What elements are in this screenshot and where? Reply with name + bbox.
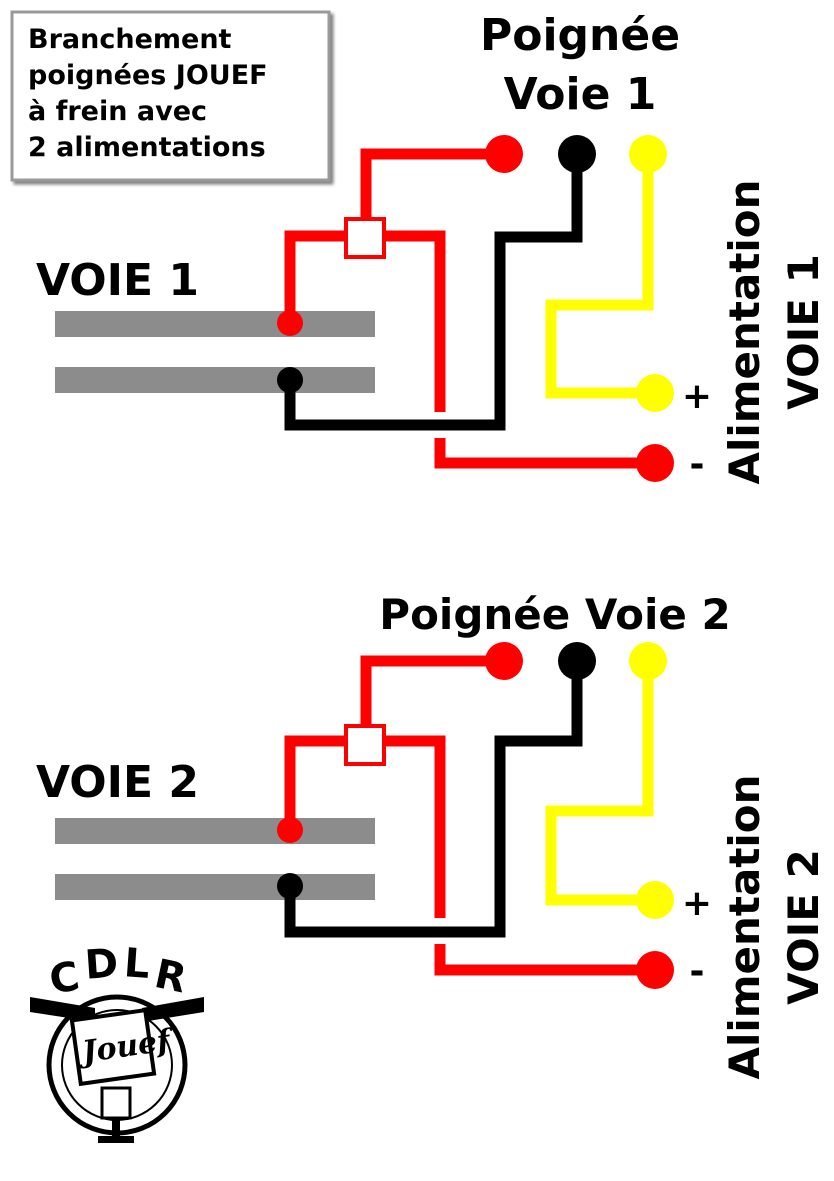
- logo-base: [98, 1136, 134, 1143]
- wire-red-minus-voie-2: [434, 944, 655, 976]
- power-terminal-plus-voie-2: [636, 881, 674, 919]
- minus-sign-voie-1: -: [690, 444, 705, 485]
- title-line-1: Branchement: [28, 24, 232, 55]
- wire-yellow-voie-2: [545, 661, 655, 906]
- wire-red-track-voie-1: [284, 230, 358, 323]
- plus-sign-voie-2: +: [682, 883, 712, 924]
- wire-red-handle-voie-2: [360, 655, 500, 741]
- wire-yellow-voie-1: [545, 154, 655, 399]
- handle-label-voie-1-line-1: Poignée: [480, 10, 680, 61]
- power-label-voie-2-line-1: Alimentation: [720, 774, 769, 1079]
- power-label-voie-1-line-2: VOIE 1: [779, 254, 828, 410]
- track-label-voie-2: VOIE 2: [36, 757, 199, 808]
- rail-bottom-voie-1: [55, 367, 375, 393]
- rail-bottom-voie-2: [55, 874, 375, 900]
- title-line-2: poignées JOUEF: [28, 60, 268, 91]
- logo-stand: [100, 1086, 132, 1120]
- wire-black-voie-1: [284, 154, 583, 431]
- circuit-voie-2: Poignée Voie 2 VOIE 2 + - Alimentation V…: [36, 590, 828, 1080]
- wire-red-upper-voie-2: [374, 735, 446, 918]
- title-line-3: à frein avec: [28, 96, 207, 127]
- logo-rail-right: [142, 997, 204, 1022]
- power-label-voie-2-line-2: VOIE 2: [779, 849, 828, 1005]
- logo-post: [112, 1118, 120, 1140]
- handle-terminal-red-voie-2: [485, 642, 523, 680]
- minus-sign-voie-2: -: [690, 951, 705, 992]
- handle-terminal-red-voie-1: [485, 135, 523, 173]
- handle-terminal-yellow-voie-1: [629, 135, 667, 173]
- wire-red-minus-voie-1: [434, 438, 655, 469]
- brake-diode-box-voie-2: [344, 724, 386, 766]
- plus-sign-voie-1: +: [682, 376, 712, 417]
- title-box-frame: [10, 10, 331, 182]
- track-label-voie-1: VOIE 1: [36, 255, 199, 306]
- wire-red-handle-voie-1: [360, 148, 500, 236]
- handle-terminal-black-voie-1: [558, 135, 596, 173]
- title-box: Branchement poignées JOUEF à frein avec …: [10, 10, 331, 182]
- wire-red-track-voie-2: [284, 735, 358, 830]
- power-terminal-minus-voie-1: [636, 444, 674, 482]
- title-line-4: 2 alimentations: [28, 132, 266, 163]
- circuit-voie-1: Poignée Voie 1 VOIE 1 + - Alimentation V…: [36, 10, 828, 485]
- cdlr-jouef-logo-icon: C D L R Jouef: [30, 940, 204, 1143]
- handle-terminal-black-voie-2: [558, 642, 596, 680]
- track-connector-black-voie-1: [277, 367, 303, 393]
- logo-text-r: R: [151, 951, 191, 1002]
- wire-red-upper-voie-1: [374, 230, 446, 412]
- logo-text-l: L: [123, 940, 152, 988]
- rail-top-voie-1: [55, 311, 375, 337]
- handle-label-voie-1-line-2: Voie 1: [504, 69, 657, 120]
- brake-diode-box-voie-1: [344, 217, 386, 259]
- rail-top-voie-2: [55, 818, 375, 844]
- handle-label-voie-2: Poignée Voie 2: [379, 590, 730, 639]
- power-label-voie-1-line-1: Alimentation: [720, 179, 769, 484]
- power-terminal-minus-voie-2: [636, 951, 674, 989]
- wire-black-voie-2: [284, 661, 583, 938]
- power-terminal-plus-voie-1: [636, 374, 674, 412]
- track-connector-black-voie-2: [277, 873, 303, 899]
- logo-brand-block: [69, 1007, 157, 1087]
- handle-terminal-yellow-voie-2: [629, 642, 667, 680]
- logo-text-d: D: [83, 941, 119, 989]
- track-connector-red-voie-2: [277, 817, 303, 843]
- logo-rail-left: [30, 997, 95, 1022]
- logo-text-c: C: [46, 953, 83, 1003]
- track-connector-red-voie-1: [277, 310, 303, 336]
